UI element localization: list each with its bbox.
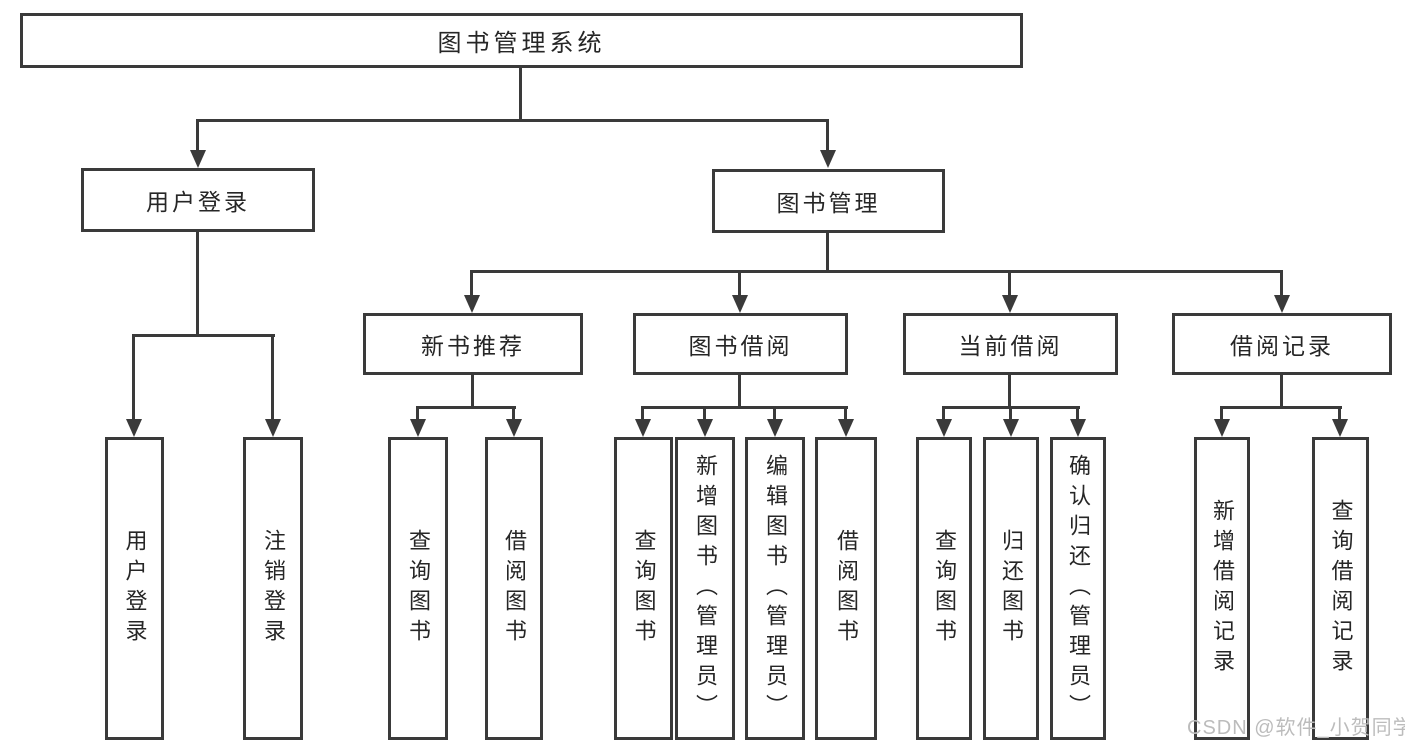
connector-arrow-shaft — [1280, 270, 1283, 296]
leaf-nb-query-books-label: 查询图书 — [406, 528, 431, 649]
leaf-bb-borrow-books: 借阅图书 — [815, 437, 877, 740]
node-book-borrow-label: 图书借阅 — [688, 333, 793, 359]
leaf-br-add-record-label: 新增借阅记录 — [1210, 498, 1235, 679]
node-borrow-record: 借阅记录 — [1172, 313, 1392, 375]
leaf-cb-return-books: 归还图书 — [983, 437, 1039, 740]
connector-rail-user-login — [132, 334, 275, 337]
connector-stub-book-borrow — [738, 375, 741, 407]
connector-arrow-shaft — [641, 406, 644, 420]
connector-arrow-shaft — [512, 406, 515, 420]
node-borrow-record-label: 借阅记录 — [1230, 333, 1334, 359]
node-root-label: 图书管理系统 — [437, 30, 606, 57]
connector-stub-new-book-rec — [471, 375, 474, 407]
leaf-user-login: 用户登录 — [105, 437, 164, 740]
connector-arrow-shaft — [132, 334, 135, 420]
arrowhead-icon — [1274, 295, 1290, 313]
leaf-cb-query-books-label: 查询图书 — [932, 528, 957, 649]
connector-rail-book-borrow — [641, 406, 848, 409]
arrowhead-icon — [1070, 419, 1086, 437]
connector-arrow-shaft — [1220, 406, 1223, 420]
node-book-mgmt: 图书管理 — [712, 169, 945, 233]
leaf-nb-query-books: 查询图书 — [388, 437, 448, 740]
arrowhead-icon — [820, 150, 836, 168]
leaf-bb-query-books: 查询图书 — [614, 437, 673, 740]
arrowhead-icon — [265, 419, 281, 437]
leaf-bb-query-books-label: 查询图书 — [631, 528, 657, 649]
leaf-logout-label: 注销登录 — [261, 528, 286, 649]
leaf-br-query-record-label: 查询借阅记录 — [1328, 498, 1354, 679]
arrowhead-icon — [410, 419, 426, 437]
connector-arrow-shaft — [271, 334, 274, 420]
arrowhead-icon — [1332, 419, 1348, 437]
node-new-book-rec: 新书推荐 — [363, 313, 583, 375]
leaf-cb-confirm-return: 确认归还（管理员） — [1050, 437, 1106, 740]
leaf-bb-borrow-books-label: 借阅图书 — [834, 528, 859, 649]
leaf-bb-edit-books: 编辑图书（管理员） — [745, 437, 805, 740]
node-root: 图书管理系统 — [20, 13, 1023, 68]
leaf-bb-edit-books-label: 编辑图书（管理员） — [763, 453, 788, 724]
arrowhead-icon — [767, 419, 783, 437]
connector-arrow-shaft — [844, 406, 847, 420]
connector-rail-new-book-rec — [416, 406, 516, 409]
leaf-user-login-label: 用户登录 — [122, 528, 148, 649]
leaf-bb-add-books-label: 新增图书（管理员） — [693, 453, 718, 724]
connector-arrow-shaft — [826, 119, 829, 151]
connector-arrow-shaft — [942, 406, 945, 420]
arrowhead-icon — [635, 419, 651, 437]
node-current-borrow-label: 当前借阅 — [958, 333, 1063, 359]
connector-book-mgmt-stub — [826, 233, 829, 271]
leaf-bb-add-books: 新增图书（管理员） — [675, 437, 735, 740]
node-user-login: 用户登录 — [81, 168, 315, 232]
leaf-logout: 注销登录 — [243, 437, 303, 740]
leaf-nb-borrow-books: 借阅图书 — [485, 437, 543, 740]
connector-root-stub — [519, 68, 522, 120]
arrowhead-icon — [1003, 419, 1019, 437]
connector-stub-borrow-record — [1280, 375, 1283, 407]
connector-rail-level2 — [196, 119, 829, 122]
arrowhead-icon — [1214, 419, 1230, 437]
arrowhead-icon — [697, 419, 713, 437]
arrowhead-icon — [464, 295, 480, 313]
connector-rail-borrow-record — [1220, 406, 1342, 409]
node-user-login-label: 用户登录 — [146, 189, 250, 215]
connector-arrow-shaft — [773, 406, 776, 420]
leaf-br-query-record: 查询借阅记录 — [1312, 437, 1369, 740]
csdn-watermark: CSDN @软件_小贺同学 — [1187, 717, 1405, 739]
connector-arrow-shaft — [1338, 406, 1341, 420]
node-book-borrow: 图书借阅 — [633, 313, 848, 375]
arrowhead-icon — [732, 295, 748, 313]
connector-user-login-stub — [196, 232, 199, 335]
leaf-nb-borrow-books-label: 借阅图书 — [502, 528, 527, 649]
arrowhead-icon — [838, 419, 854, 437]
connector-arrow-shaft — [1008, 270, 1011, 296]
connector-arrow-shaft — [416, 406, 419, 420]
node-new-book-rec-label: 新书推荐 — [421, 333, 525, 359]
arrowhead-icon — [126, 419, 142, 437]
arrowhead-icon — [936, 419, 952, 437]
connector-arrow-shaft — [470, 270, 473, 296]
arrowhead-icon — [190, 150, 206, 168]
connector-arrow-shaft — [703, 406, 706, 420]
leaf-cb-confirm-return-label: 确认归还（管理员） — [1066, 453, 1091, 724]
connector-arrow-shaft — [1009, 406, 1012, 420]
arrowhead-icon — [506, 419, 522, 437]
connector-rail-level3 — [470, 270, 1283, 273]
leaf-cb-query-books: 查询图书 — [916, 437, 972, 740]
leaf-br-add-record: 新增借阅记录 — [1194, 437, 1250, 740]
connector-arrow-shaft — [1076, 406, 1079, 420]
connector-arrow-shaft — [196, 119, 199, 151]
arrowhead-icon — [1002, 295, 1018, 313]
leaf-cb-return-books-label: 归还图书 — [999, 528, 1024, 649]
connector-stub-current-borrow — [1008, 375, 1011, 407]
node-book-mgmt-label: 图书管理 — [776, 190, 881, 216]
connector-arrow-shaft — [738, 270, 741, 296]
node-current-borrow: 当前借阅 — [903, 313, 1118, 375]
